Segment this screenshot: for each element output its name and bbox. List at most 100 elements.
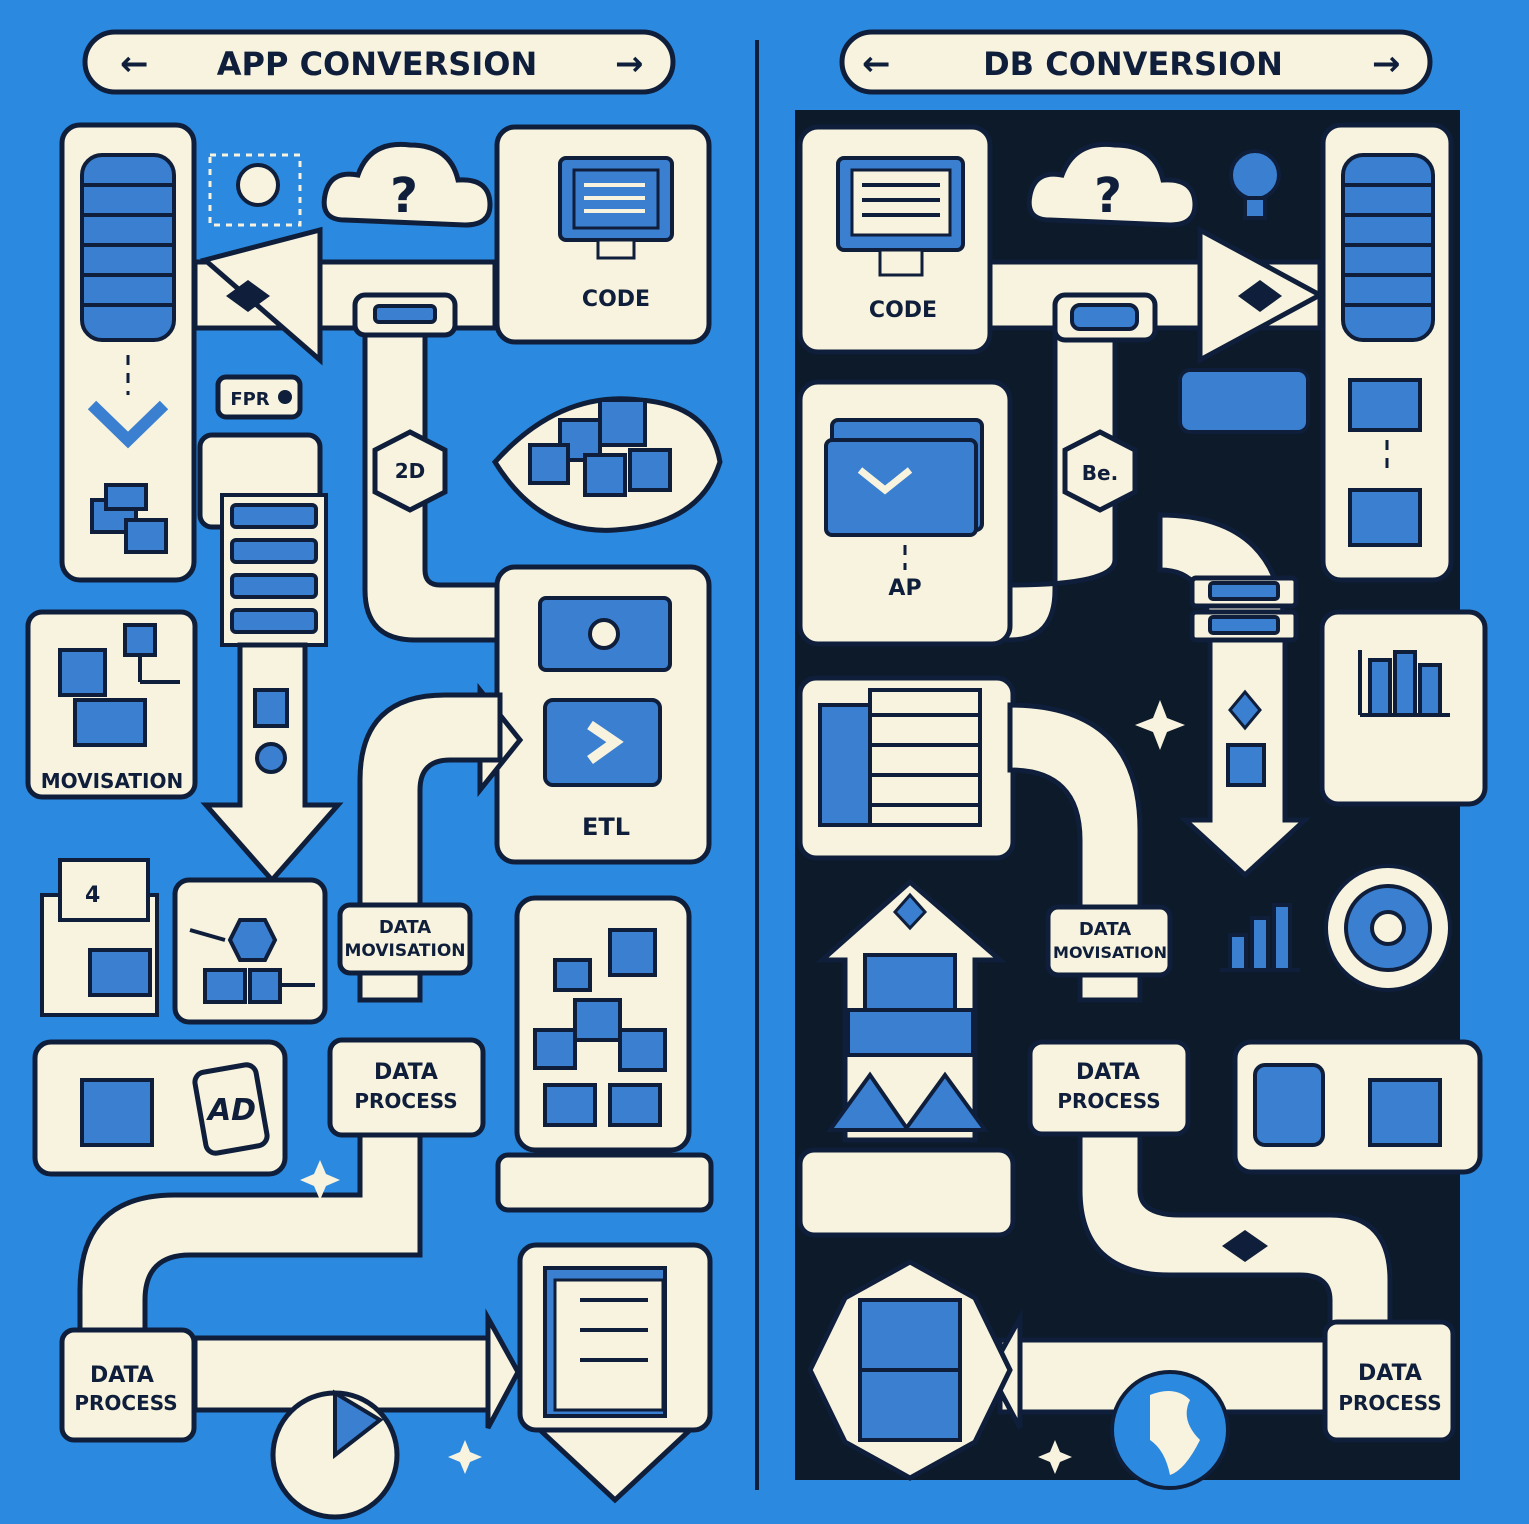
svg-text:?: ? xyxy=(1094,168,1122,224)
svg-text:MOVISATION: MOVISATION xyxy=(1053,943,1167,962)
open-box-icon xyxy=(1368,1078,1442,1147)
svg-text:DATA: DATA xyxy=(379,917,431,938)
svg-text:DATA: DATA xyxy=(1076,1060,1140,1085)
right-panel: ← DB CONVERSION → CODE ? xyxy=(797,29,1488,1490)
chip-box-card xyxy=(1232,1039,1483,1175)
data-movisation-label-box: DATA MOVISATION xyxy=(337,902,473,976)
svg-text:DATA: DATA xyxy=(1079,919,1131,940)
svg-text:DATA: DATA xyxy=(374,1060,438,1085)
screen-icon xyxy=(1348,488,1422,547)
server-rack-card xyxy=(797,675,1016,861)
globe-icon xyxy=(1110,1370,1230,1490)
lock-icon xyxy=(255,742,287,774)
boxes-icon xyxy=(90,483,168,554)
diamond-icon xyxy=(1238,280,1282,312)
banner-left-arrow: ← xyxy=(862,44,891,84)
svg-text:4: 4 xyxy=(85,883,100,908)
doc-card: 4 xyxy=(40,858,159,1017)
svg-text:DATA: DATA xyxy=(90,1363,154,1388)
chip-tag-icon xyxy=(1178,368,1310,434)
etl-card: ETL xyxy=(494,564,712,865)
cubes-cluster-icon xyxy=(491,396,723,533)
svg-text:PROCESS: PROCESS xyxy=(74,1391,177,1415)
data-process-mid-label-box: DATA PROCESS xyxy=(327,1037,486,1138)
lightbulb-gear-icon xyxy=(208,153,302,227)
banner-right-arrow: → xyxy=(1372,44,1401,84)
svg-text:?: ? xyxy=(390,168,418,224)
etl-label: ETL xyxy=(582,813,630,841)
bar-chart-icon xyxy=(1358,650,1450,717)
server-rack-icon xyxy=(818,703,877,827)
code-label: CODE xyxy=(869,298,937,323)
movisation-label: MOVISATION xyxy=(41,769,183,793)
cloud-question-icon: ? xyxy=(1026,141,1198,228)
sparkle-icon xyxy=(1135,700,1185,750)
connector-slot xyxy=(1070,303,1139,331)
badge-2d: 2D xyxy=(372,429,448,513)
clock-icon xyxy=(270,1389,400,1520)
app-conversion-banner: ← APP CONVERSION → xyxy=(82,29,676,95)
banner-left-arrow: ← xyxy=(120,44,149,84)
svg-text:2D: 2D xyxy=(395,459,426,483)
ad-stamp xyxy=(192,1062,270,1156)
octagon-box-icon xyxy=(807,1259,1013,1481)
movisation-card: MOVISATION xyxy=(25,609,198,800)
diamond-icon xyxy=(226,280,270,312)
svg-text:DATA: DATA xyxy=(1358,1361,1422,1386)
svg-text:Be.: Be. xyxy=(1082,461,1118,485)
database-card xyxy=(1320,122,1454,583)
sparkle-icon xyxy=(1038,1440,1072,1474)
mini-bar-chart-icon xyxy=(1220,903,1300,972)
lightbulb-icon xyxy=(1229,149,1281,220)
data-process-mid-label-box: DATA PROCESS xyxy=(1027,1039,1191,1137)
upload-arrow-card xyxy=(797,878,1016,1238)
svg-text:PROCESS: PROCESS xyxy=(1057,1089,1160,1113)
connector-slot xyxy=(373,304,437,324)
db-conversion-banner: ← DB CONVERSION → xyxy=(839,29,1433,95)
sparkle-icon xyxy=(300,1160,340,1200)
svg-text:PROCESS: PROCESS xyxy=(1338,1391,1441,1415)
chip-icon xyxy=(1253,1063,1325,1147)
server-box-icon xyxy=(80,1078,154,1147)
data-movisation-label-box: DATA MOVISATION xyxy=(1045,904,1173,978)
pipe-diamond xyxy=(1222,1230,1268,1262)
cloud-question-icon: ? xyxy=(321,141,493,228)
data-process-right-label-box: DATA PROCESS xyxy=(1322,1319,1456,1443)
svg-text:FPR: FPR xyxy=(230,389,269,410)
doc-icon xyxy=(253,688,289,728)
ap-label: AP xyxy=(888,576,921,601)
box-ad-card: AD xyxy=(32,1039,288,1177)
svg-text:AD: AD xyxy=(206,1093,256,1128)
monitor-icon xyxy=(558,156,674,260)
fpr-tag: FPR xyxy=(215,374,303,420)
chevron-down-icon xyxy=(87,400,169,449)
documents-stack-icon xyxy=(517,1242,713,1504)
ap-card: AP xyxy=(797,379,1013,647)
bottom-pipe-arrow xyxy=(485,1308,521,1430)
code-card: CODE xyxy=(797,124,993,355)
badge-be: Be. xyxy=(1062,429,1138,513)
code-card: CODE xyxy=(494,124,712,345)
printer-icon xyxy=(1226,743,1266,787)
database-icon xyxy=(80,153,176,342)
svg-text:MOVISATION: MOVISATION xyxy=(344,941,465,961)
stacked-cubes-card xyxy=(495,895,714,1213)
gear-icon xyxy=(1324,864,1452,992)
sparkle-icon xyxy=(448,1440,482,1474)
banner-title: DB CONVERSION xyxy=(983,45,1283,83)
boxes-dolly-icon xyxy=(58,623,180,747)
database-icon xyxy=(1341,153,1435,342)
banner-right-arrow: → xyxy=(615,44,644,84)
code-label: CODE xyxy=(582,287,650,312)
bottom-curved-pipe xyxy=(77,1132,423,1343)
terminal-icon xyxy=(543,698,662,787)
list-icon xyxy=(1348,378,1422,432)
bar-chart-card xyxy=(1319,609,1488,807)
data-process-bottom-label-box: DATA PROCESS xyxy=(59,1327,197,1443)
database-card xyxy=(59,122,197,583)
svg-text:PROCESS: PROCESS xyxy=(354,1089,457,1113)
banner-title: APP CONVERSION xyxy=(217,45,537,83)
left-panel: ← APP CONVERSION → xyxy=(25,29,723,1520)
flowchart-card xyxy=(172,877,328,1025)
